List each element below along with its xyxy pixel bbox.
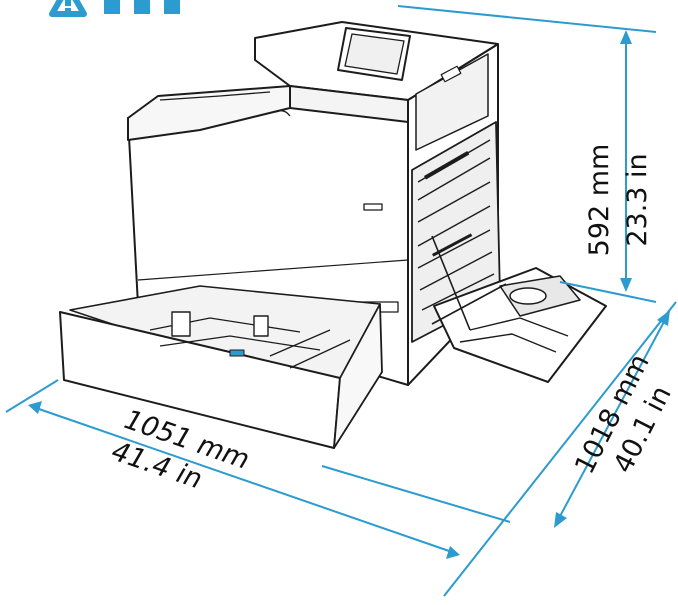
dimension-lines <box>5 5 677 597</box>
height-in-label: 23.3 in <box>622 153 653 246</box>
printer-illustration <box>59 21 607 449</box>
depth-dimension-arrow <box>557 317 667 521</box>
height-label-group: 592 mm 23.3 in <box>584 144 653 257</box>
depth-label-group: 1018 mm 40.1 in <box>569 349 678 479</box>
height-mm-label: 592 mm <box>584 144 615 257</box>
warning-icon <box>49 0 180 17</box>
width-dimension-arrow <box>35 407 453 553</box>
